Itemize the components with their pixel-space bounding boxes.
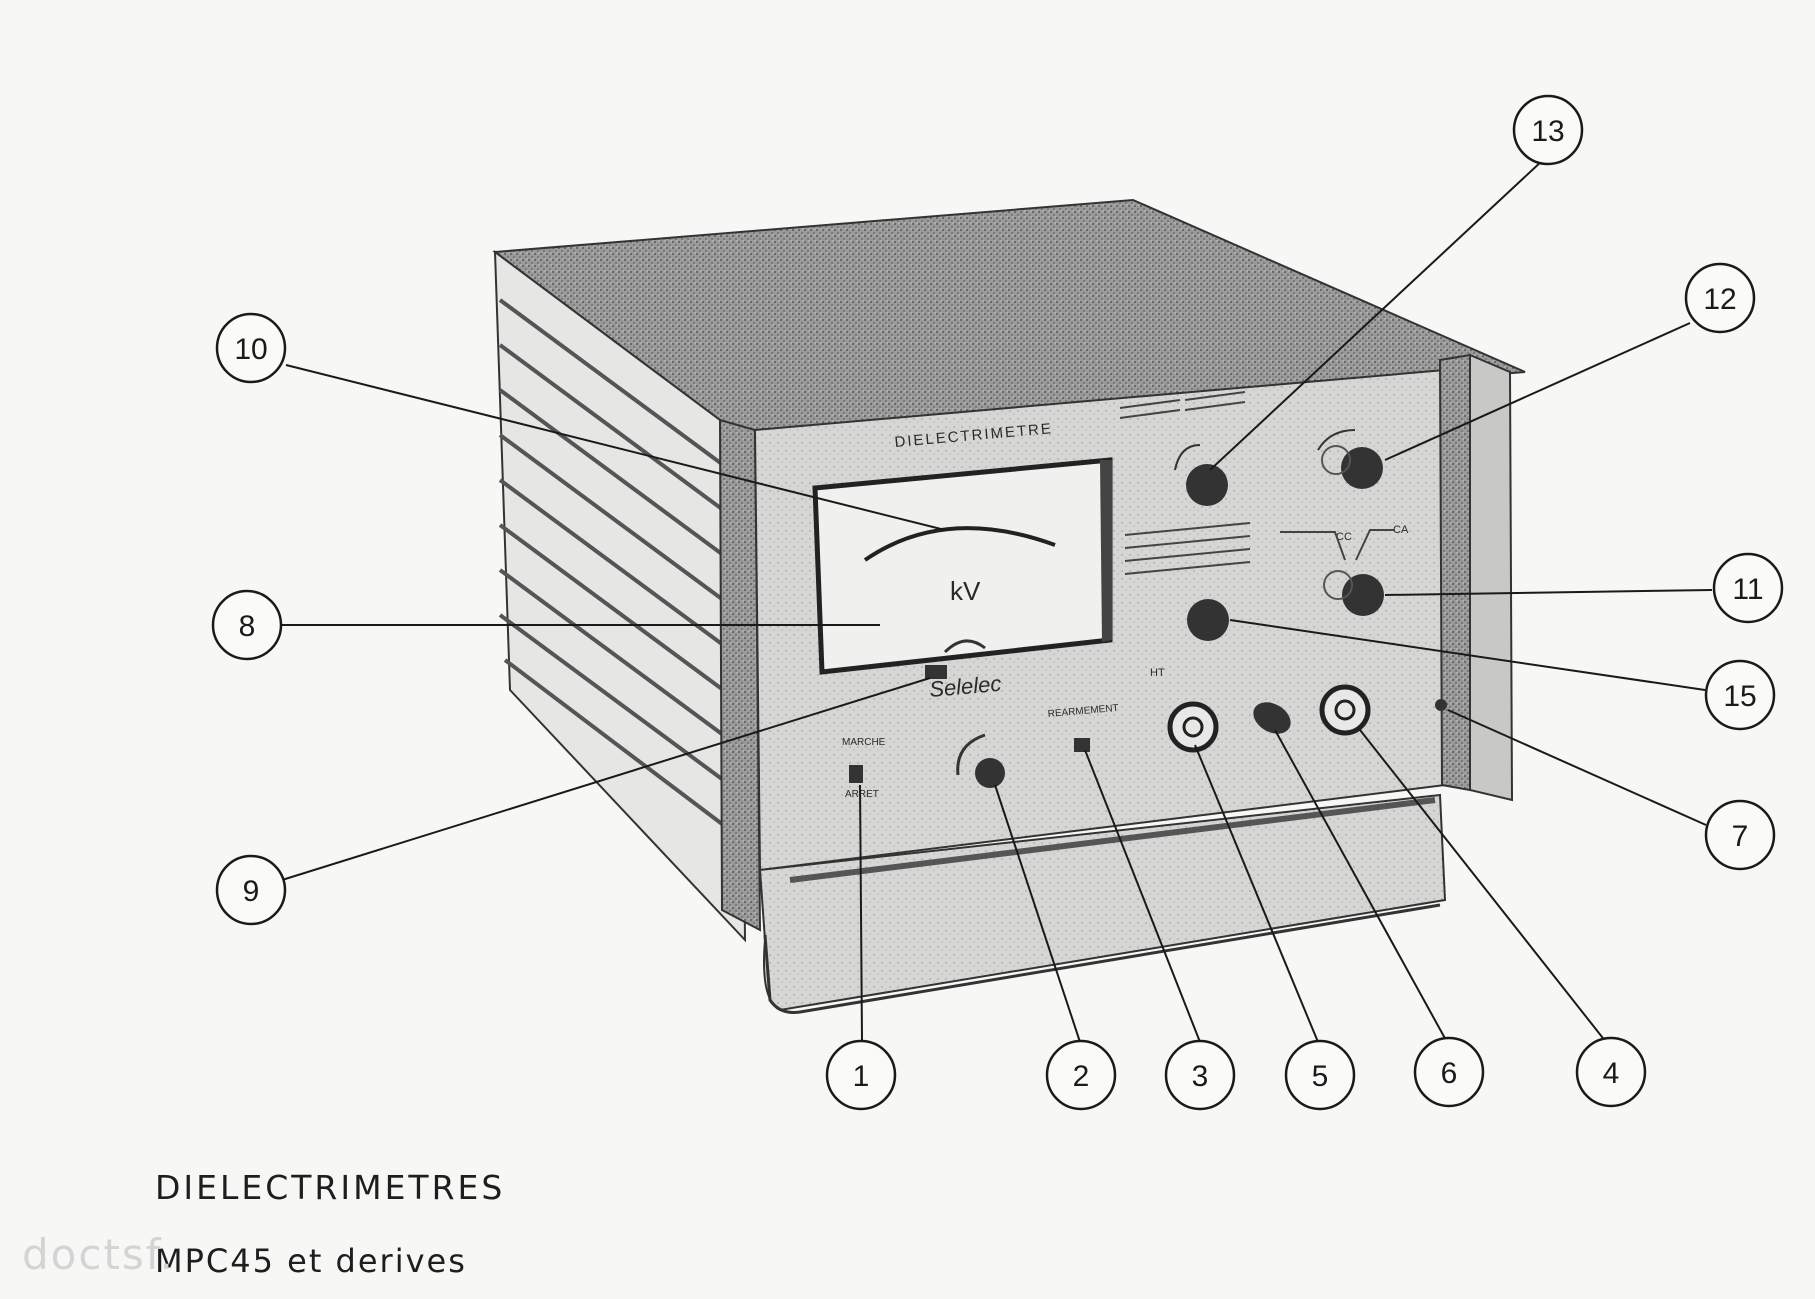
meter-scale-arc (863, 526, 1056, 562)
label-cc: CC (1336, 531, 1352, 543)
adjust-knob-6[interactable] (1341, 447, 1383, 489)
label-ca: CA (1393, 524, 1409, 536)
callout-8: 15 (1704, 659, 1776, 731)
svg-text:2: 2 (1073, 1060, 1090, 1093)
svg-text:11: 11 (1732, 573, 1763, 606)
caption-subtitle: MPC45 et derives (155, 1242, 467, 1280)
label-marche: MARCHE (842, 737, 886, 748)
svg-text:1: 1 (853, 1060, 870, 1093)
rearmement-switch[interactable] (1074, 738, 1090, 752)
callout-4: 10 (215, 312, 287, 384)
meter: kV (812, 457, 1113, 679)
svg-text:9: 9 (243, 875, 260, 908)
caption-title: DIELECTRIMETRES (155, 1168, 506, 1207)
range-knob-top[interactable] (1186, 464, 1228, 506)
callout-10: 3 (1164, 1039, 1236, 1111)
svg-text:10: 10 (234, 333, 267, 366)
callout-1: 1 (825, 1039, 897, 1111)
label-arret: ARRET (845, 789, 879, 800)
callout-12: 5 (1284, 1039, 1356, 1111)
svg-text:7: 7 (1732, 820, 1749, 853)
zero-adjust-screw[interactable] (925, 665, 947, 679)
watermark: doctsf. (22, 1230, 175, 1279)
callout-6: 12 (1684, 262, 1756, 334)
cabinet-side-vents (493, 249, 747, 943)
range-knob-mid[interactable] (1187, 599, 1229, 641)
svg-text:15: 15 (1723, 680, 1756, 713)
callout-9: 2 (1045, 1039, 1117, 1111)
callout-3: 9 (215, 854, 287, 926)
callout-13: 6 (1413, 1036, 1485, 1108)
front-left-post (718, 418, 762, 932)
svg-text:5: 5 (1312, 1060, 1329, 1093)
reset-pushbutton-13[interactable] (1248, 696, 1297, 740)
callout-5: 11 (1712, 552, 1784, 624)
meter-unit: kV (950, 576, 981, 606)
power-toggle-switch[interactable] (849, 765, 863, 783)
callout-leaders (281, 159, 1713, 1043)
svg-text:6: 6 (1441, 1057, 1458, 1090)
knob-9[interactable] (975, 758, 1005, 788)
svg-text:4: 4 (1603, 1057, 1620, 1090)
front-right-post (1438, 353, 1471, 792)
svg-text:13: 13 (1531, 115, 1564, 148)
svg-text:8: 8 (239, 610, 256, 643)
range-scale-marks-mid (1124, 522, 1251, 575)
meter-needle-pivot (943, 639, 986, 654)
terminal-15[interactable] (1435, 699, 1447, 711)
callout-15: 7 (1704, 799, 1776, 871)
svg-text:3: 3 (1192, 1060, 1209, 1093)
ht-lamp-12 (1167, 701, 1219, 753)
callout-2: 8 (211, 589, 283, 661)
label-ht: HT (1150, 667, 1165, 679)
range-scale-marks-top (1119, 391, 1246, 419)
callout-11: 4 (1575, 1036, 1647, 1108)
callout-7: 13 (1512, 94, 1584, 166)
svg-text:12: 12 (1703, 283, 1736, 316)
ht-lamp-11 (1319, 684, 1371, 736)
